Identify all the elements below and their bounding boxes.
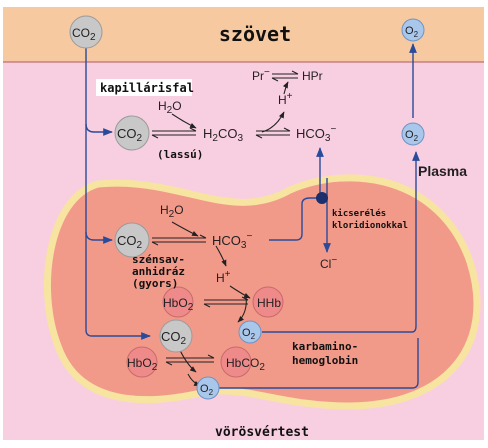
plasma-label: Plasma [418, 163, 467, 179]
eq-hbo2-hbco2-fwd [166, 354, 215, 359]
o2-rbc-upper-circle [238, 320, 262, 344]
hco3-rbc-text: HCO3− [212, 231, 252, 251]
h2o-join-arrow-rbc [171, 221, 199, 237]
o2-rbc-upper-text: O2 [242, 327, 256, 341]
cl-text: Cl− [320, 255, 337, 271]
branch-plasma-co2-arrow [85, 123, 113, 136]
o2-tissue-text: O2 [405, 25, 419, 39]
co2-tissue-text: CO2 [72, 26, 96, 43]
o2-plasma-text: O2 [405, 129, 419, 143]
chloride-exchanger [316, 192, 328, 204]
rbc-label: vörösvértest [215, 425, 309, 440]
eq-hbo2-hbco2-rev [165, 361, 214, 366]
eq-h2co3-hco3-plasma-rev [255, 134, 290, 139]
o2-path-upper [262, 151, 420, 333]
eq-co2-h2co3-plasma-rev [151, 134, 196, 139]
hhb-text: HHb [257, 296, 281, 310]
co2-rbc-text: CO2 [117, 233, 143, 251]
chloride-exchange-line-2: kloridionokkal [332, 220, 408, 231]
hco3-join-line [301, 197, 320, 205]
h-plus-to-pr-arrow [282, 81, 289, 95]
h-plus-release-arrow-rbc [215, 245, 227, 267]
co2-carbamino-circle [159, 319, 193, 353]
carbamino-line-1: karbamino- [292, 340, 358, 353]
o2-path-lower [218, 338, 419, 389]
co2-carbamino-text: CO2 [161, 329, 187, 347]
hbco2-text: HbCO2 [226, 356, 265, 373]
eq-hbo2-hhb-fwd [204, 296, 249, 301]
carbonic-anhydrase-line-1: szénsav- [132, 253, 185, 266]
pr-text: Pr− [252, 67, 270, 83]
slow-label: (lassú) [157, 148, 203, 161]
hbo2-upper-circle [162, 286, 194, 318]
o2-plasma-circle [401, 122, 425, 146]
eq-co2-h2co3-plasma-fwd [152, 127, 197, 132]
hbco2-circle [220, 346, 252, 378]
o2-tissue-circle [401, 18, 425, 42]
carbamino-line-2: hemoglobin [292, 354, 358, 367]
eq-h2co3-hco3-plasma-fwd [256, 127, 291, 132]
hbo2-upper-text: HbO2 [163, 296, 194, 313]
eq-pr-hpr-fwd [272, 70, 299, 75]
carbonic-anhydrase-line-3: (gyors) [132, 277, 178, 290]
rbc-hco3-up-line [269, 204, 303, 241]
co2-plasma-circle [114, 115, 150, 151]
tissue-label: szövet [219, 22, 291, 46]
capillary-wall-label: kapillárisfal [100, 81, 194, 95]
equilibrium-arrows [151, 70, 299, 366]
branch-rbc-co2-arrow [85, 231, 113, 244]
capillary-wall-label-bg [96, 79, 192, 96]
co2-tissue-circle [69, 15, 103, 49]
h-plus-plasma-text: H+ [278, 91, 293, 107]
o2-rbc-lower-text: O2 [200, 383, 214, 397]
eq-pr-hpr-rev [271, 77, 298, 82]
h2o-plasma-text: H2O [158, 99, 182, 116]
co2-rbc-circle [114, 222, 150, 258]
hbo2-lower-circle [126, 346, 158, 378]
hco3-plasma-text: HCO3− [296, 124, 336, 144]
eq-co2-hco3-rbc-rev [151, 241, 206, 246]
hhb-circle [252, 286, 284, 318]
h-plus-rbc-text: H+ [216, 269, 231, 285]
hbo2-lower-text: HbO2 [127, 356, 158, 373]
h-plus-to-hhb-arrow [229, 285, 251, 299]
hpr-text: HPr [302, 69, 323, 83]
h2co3-text: H2CO3 [203, 126, 243, 144]
h2o-rbc-text: H2O [160, 203, 184, 220]
o2-rbc-lower-circle [196, 376, 220, 400]
h2o-join-arrow-plasma [171, 113, 197, 129]
chloride-exchange-line-1: kicserélés [332, 208, 386, 219]
trunk-to-rbc-co2-arrow [85, 45, 151, 340]
co2-plasma-text: CO2 [117, 126, 143, 144]
carbonic-anhydrase-line-2: anhidráz [132, 265, 185, 278]
eq-co2-hco3-rbc-fwd [152, 234, 207, 239]
eq-hbo2-hhb-rev [203, 303, 248, 308]
